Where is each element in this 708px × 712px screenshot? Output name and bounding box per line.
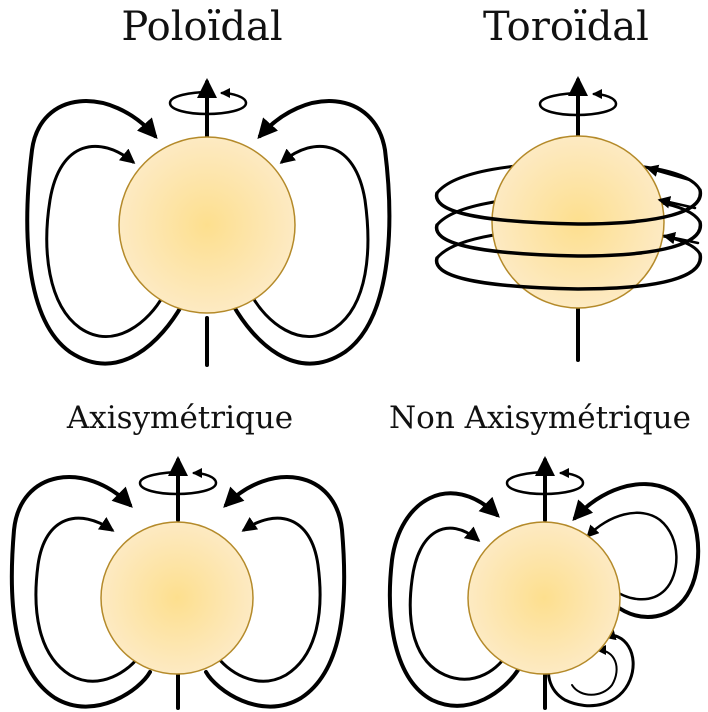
star-sphere-non-axisymmetric [468, 522, 620, 674]
toroidal-arrow-1 [648, 168, 690, 180]
star-sphere-axisymmetric [101, 522, 253, 674]
star-sphere-poloidal [119, 137, 295, 313]
